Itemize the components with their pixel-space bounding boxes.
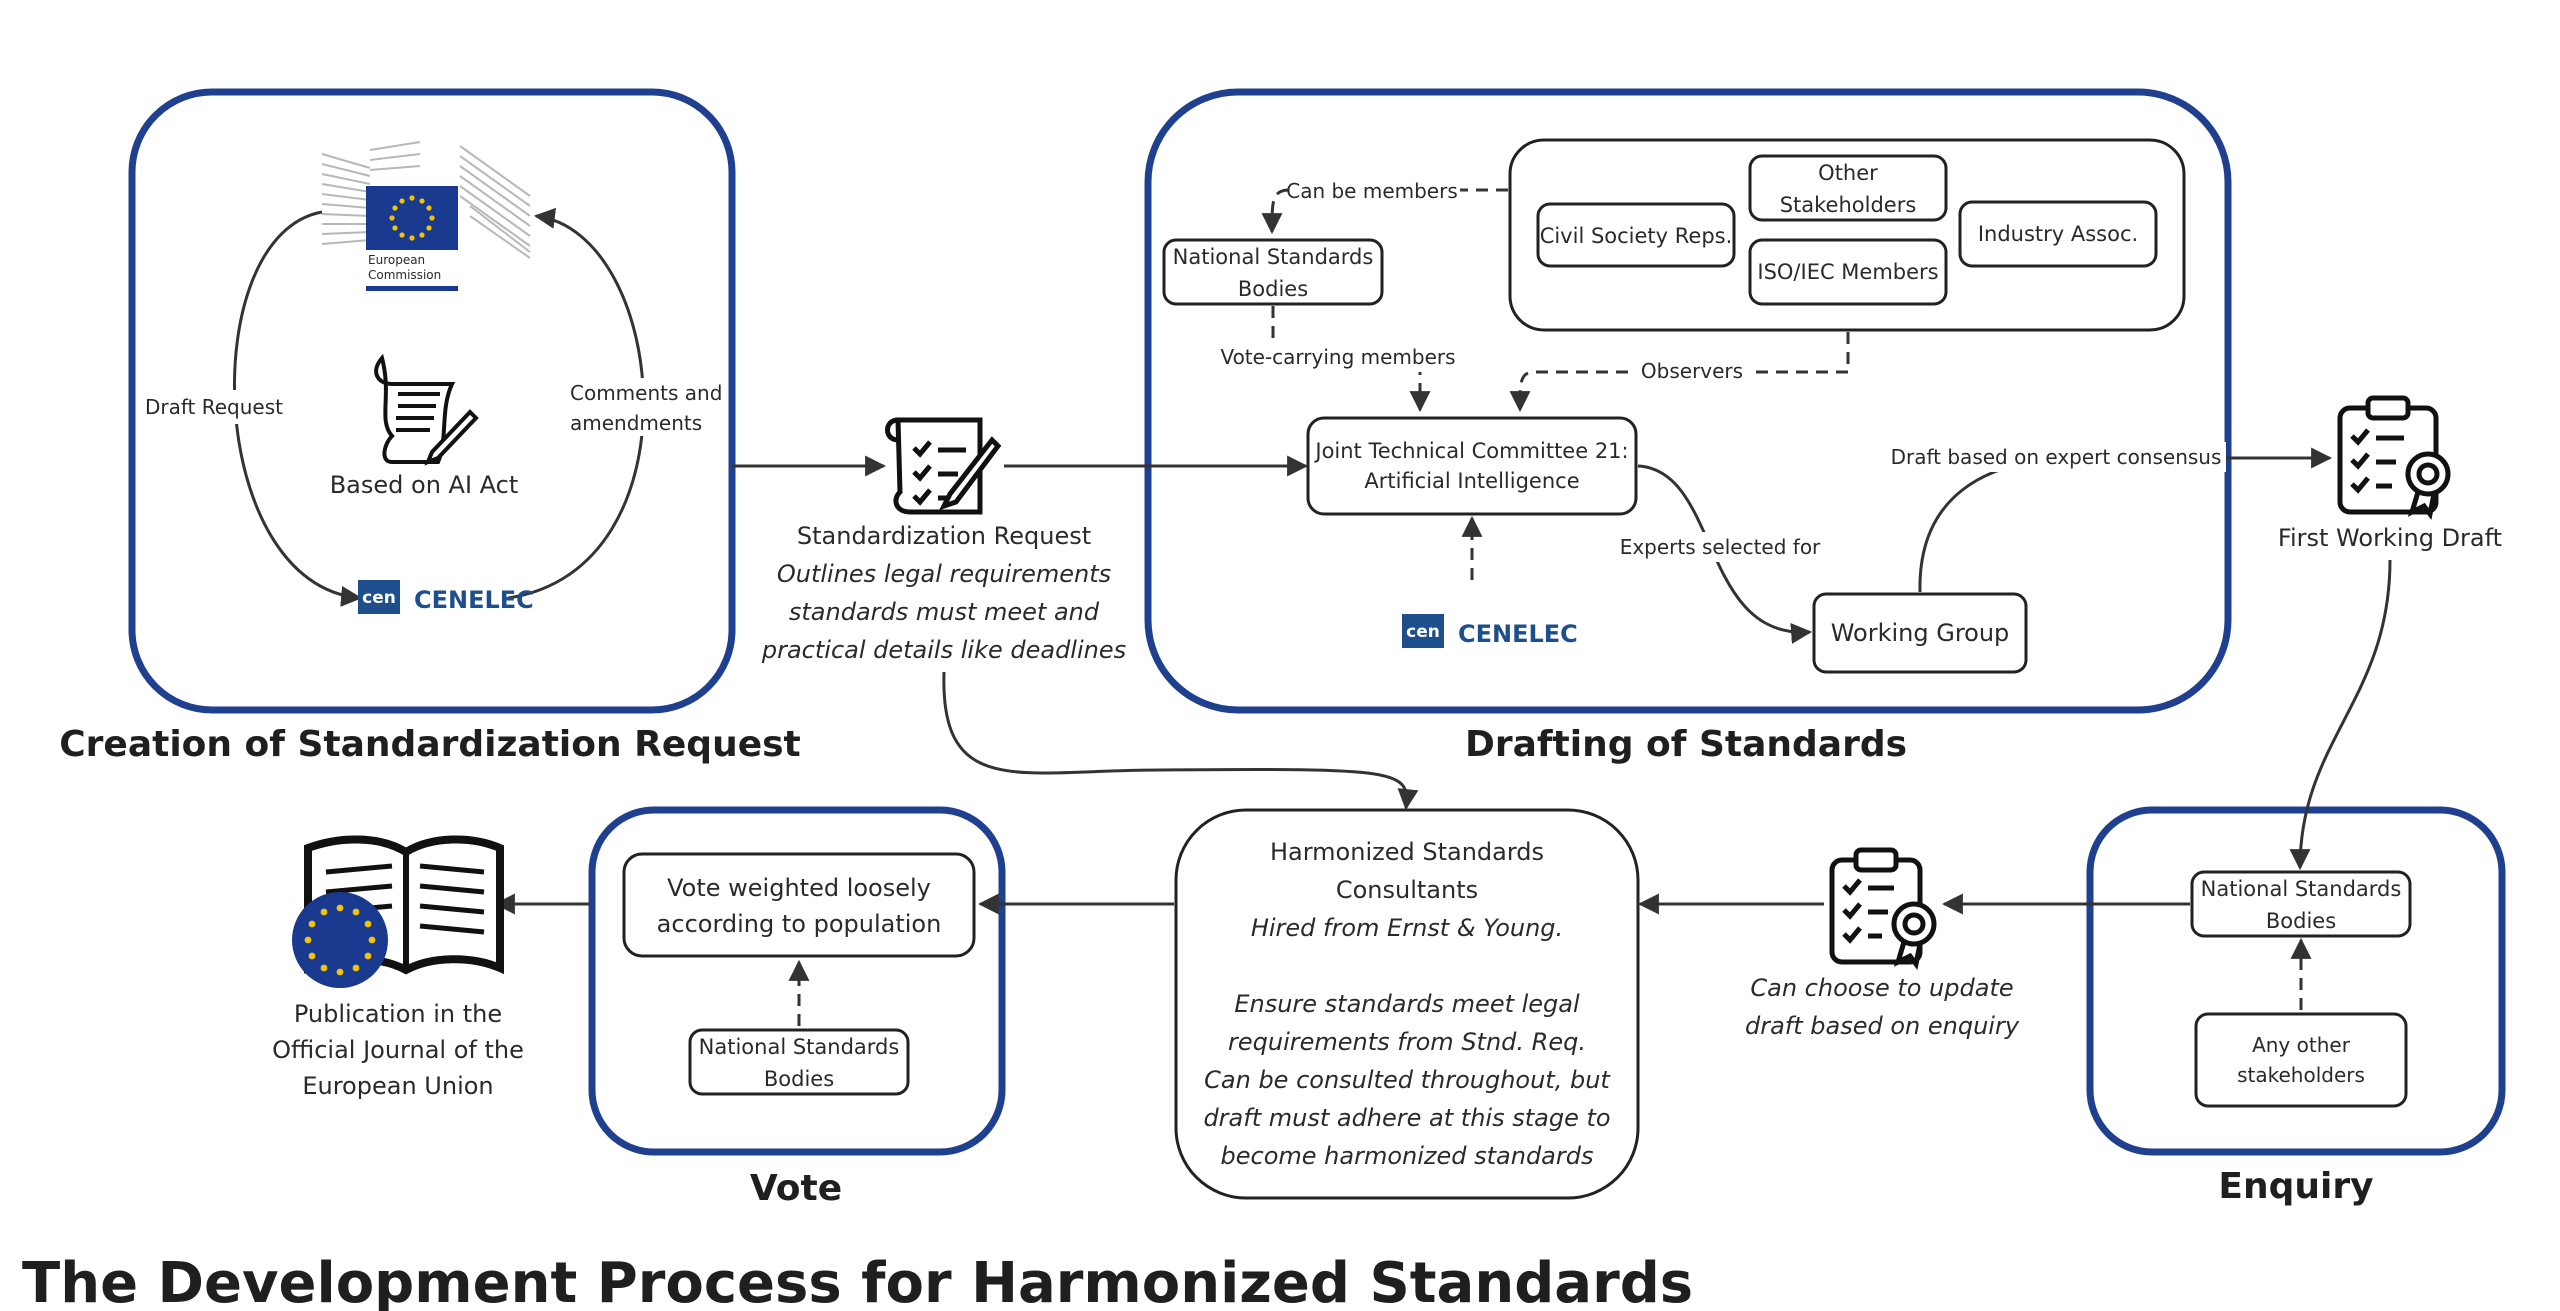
vote-section-box (588, 806, 1006, 1156)
other-stakeholders-line1: Other (1818, 161, 1878, 185)
enquiry-nsb-line1: National Standards (2201, 877, 2402, 901)
svg-text:cen: cen (1406, 622, 1440, 642)
drafting-nsb-line1: National Standards (1173, 245, 1374, 269)
draft-request-label: Draft Request (145, 395, 283, 419)
standardization-request-desc-1: Outlines legal requirements (777, 560, 1111, 588)
any-other-line2: stakeholders (2237, 1063, 2365, 1087)
iso-iec-box (1748, 238, 1948, 306)
drafting-section-title: Drafting of Standards (1465, 724, 1907, 765)
jtc21-line1: Joint Technical Committee 21: (1313, 439, 1628, 463)
request-to-consultants-arrow (942, 671, 1419, 811)
svg-text:European: European (368, 253, 425, 267)
vote-carrying-label: Vote-carrying members (1220, 345, 1455, 369)
official-journal-book-icon (292, 835, 504, 988)
any-other-stakeholders-box (2194, 1012, 2408, 1108)
update-note-line2: draft based on enquiry (1745, 1012, 2020, 1040)
draft-consensus-arrow (1918, 447, 2333, 593)
standardization-request-desc-2: standards must meet and (789, 598, 1100, 626)
stakeholder-group-box (1508, 138, 2186, 332)
enquiry-section-box (2086, 806, 2506, 1156)
industry-assoc-box (1958, 200, 2158, 268)
any-other-line1: Any other (2252, 1033, 2351, 1057)
drafting-nsb-box (1162, 238, 1384, 306)
european-commission-logo: European Commission (321, 141, 531, 291)
civil-society-box (1536, 202, 1736, 268)
comments-label-line1: Comments and (570, 381, 722, 405)
other-stakeholders-box (1748, 154, 1948, 222)
enquiry-nsb-box (2190, 870, 2412, 938)
vote-section-title: Vote (750, 1168, 842, 1209)
cen-cenelec-logo-drafting: cen CENELEC (1402, 614, 1578, 648)
first-working-draft-label: First Working Draft (2278, 524, 2502, 552)
draft-to-enquiry-arrow (2289, 559, 2392, 871)
creation-section-title: Creation of Standardization Request (59, 724, 801, 765)
consultants-box (1174, 808, 1640, 1200)
svg-text:cen: cen (362, 588, 396, 608)
experts-selected-label: Experts selected for (1620, 535, 1821, 559)
consultants-desc-3: Can be consulted throughout, but (1204, 1066, 1611, 1094)
creation-section-box (128, 88, 736, 714)
updated-draft-icon (1829, 847, 1937, 970)
publication-line2: Official Journal of the (272, 1036, 524, 1064)
update-note-line1: Can choose to update (1750, 974, 2013, 1002)
first-working-draft-icon (2337, 395, 2451, 520)
can-be-members-label: Can be members (1286, 179, 1458, 203)
standardization-request-title: Standardization Request (797, 522, 1091, 550)
consultants-line3: Hired from Ernst & Young. (1251, 914, 1563, 942)
observers-label: Observers (1641, 359, 1743, 383)
consultants-desc-4: draft must adhere at this stage to (1203, 1104, 1610, 1132)
vote-weighted-line1: Vote weighted loosely (667, 874, 931, 902)
jtc21-line2: Artificial Intelligence (1364, 469, 1579, 493)
vote-weighted-line2: according to population (657, 910, 942, 938)
consultants-desc-1: Ensure standards meet legal (1234, 990, 1580, 1018)
svg-text:CENELEC: CENELEC (1458, 620, 1578, 648)
other-stakeholders-line2: Stakeholders (1780, 193, 1917, 217)
vote-nsb-box (688, 1028, 910, 1096)
vote-weighted-box (622, 852, 976, 958)
working-group-box (1812, 592, 2028, 674)
svg-text:CENELEC: CENELEC (414, 586, 534, 614)
standardization-request-icon (885, 417, 1002, 515)
enquiry-section-title: Enquiry (2218, 1166, 2373, 1207)
civil-society-label: Civil Society Reps. (1540, 224, 1733, 248)
jtc21-box (1306, 416, 1638, 516)
consultants-desc-2: requirements from Stnd. Req. (1228, 1028, 1586, 1056)
industry-assoc-label: Industry Assoc. (1978, 222, 2138, 246)
publication-line3: European Union (302, 1072, 493, 1100)
consultants-line1: Harmonized Standards (1270, 838, 1544, 866)
can-be-members-arrow (1261, 188, 1508, 235)
page-title: The Development Process for Harmonized S… (22, 1251, 1693, 1311)
draft-consensus-label: Draft based on expert consensus (1891, 445, 2222, 469)
scroll-document-icon (374, 353, 479, 466)
vote-carrying-arrow (1271, 306, 1431, 413)
cen-cenelec-logo-creation: cen CENELEC (358, 580, 534, 614)
consultants-line2: Consultants (1336, 876, 1478, 904)
iso-iec-label: ISO/IEC Members (1757, 260, 1938, 284)
vote-nsb-line1: National Standards (699, 1035, 900, 1059)
based-on-ai-act: Based on AI Act (330, 471, 519, 499)
publication-line1: Publication in the (294, 1000, 502, 1028)
enquiry-nsb-line2: Bodies (2266, 909, 2336, 933)
working-group-label: Working Group (1831, 619, 2010, 647)
svg-text:Commission: Commission (368, 268, 441, 282)
comments-label-line2: amendments (570, 411, 702, 435)
consultants-desc-5: become harmonized standards (1221, 1142, 1594, 1170)
standardization-request-desc-3: practical details like deadlines (761, 636, 1126, 664)
observers-arrow (1509, 332, 1850, 413)
drafting-nsb-line2: Bodies (1238, 277, 1308, 301)
drafting-section-box (1144, 88, 2232, 714)
vote-nsb-line2: Bodies (764, 1067, 834, 1091)
